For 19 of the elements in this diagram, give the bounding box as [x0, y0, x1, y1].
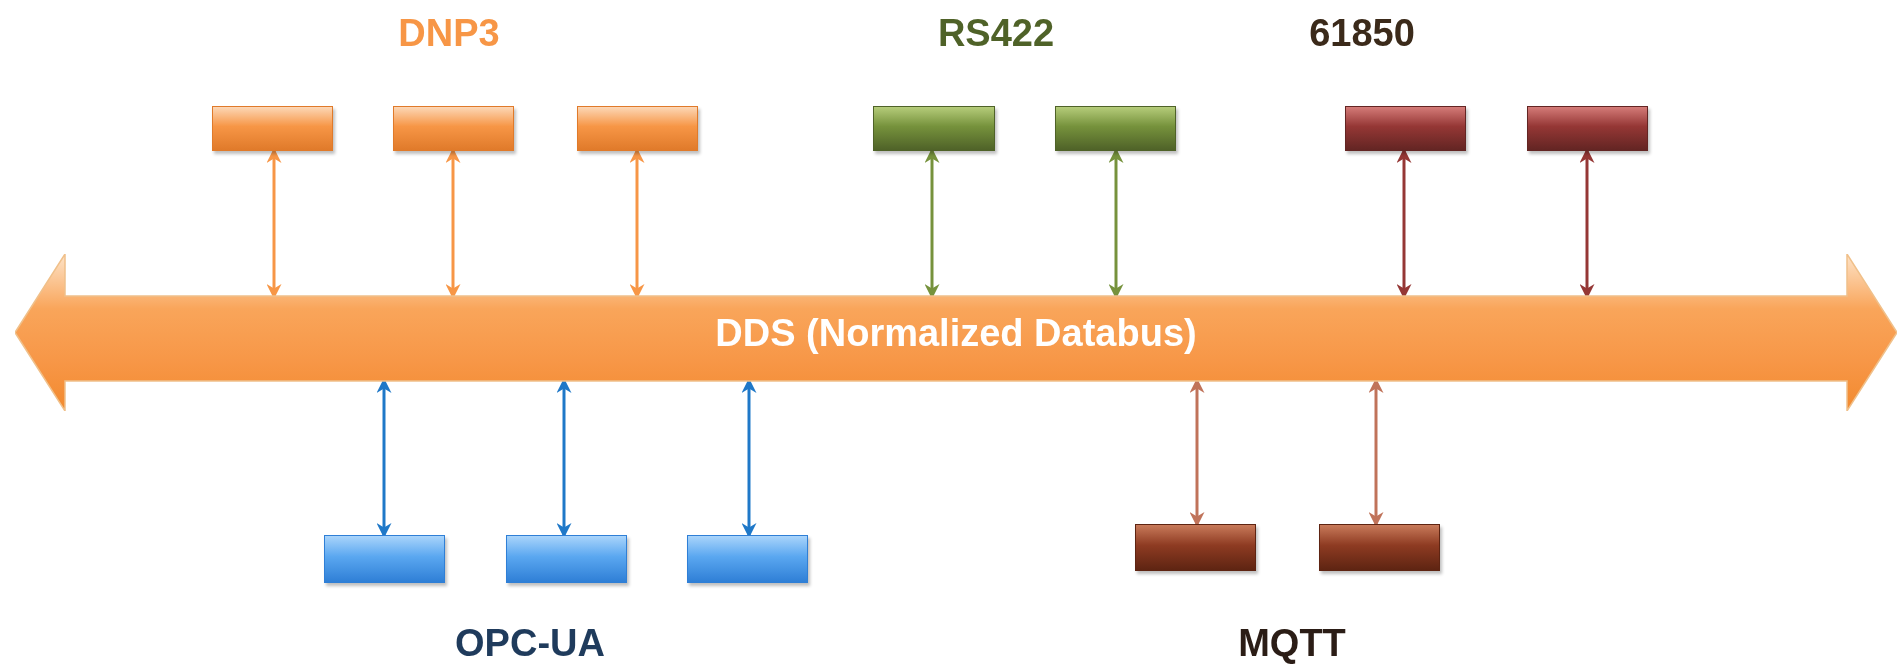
module-box: [1527, 106, 1648, 151]
module-box: [577, 106, 698, 151]
group-label: DNP3: [398, 12, 500, 55]
bus-label: DDS (Normalized Databus): [714, 311, 1198, 354]
module-box: [506, 535, 627, 583]
module-box: [393, 106, 514, 151]
group-label: 61850: [1309, 12, 1415, 55]
module-box: [1135, 524, 1256, 571]
module-box: [1319, 524, 1440, 571]
module-box: [324, 535, 445, 583]
group-label: RS422: [937, 12, 1055, 55]
group-label: OPC-UA: [455, 622, 605, 665]
module-box: [212, 106, 333, 151]
module-box: [1055, 106, 1176, 151]
bus-arrow: [15, 254, 1897, 411]
module-box: [687, 535, 808, 583]
module-box: [873, 106, 995, 151]
group-label: MQTT: [1238, 622, 1346, 665]
module-box: [1345, 106, 1466, 151]
